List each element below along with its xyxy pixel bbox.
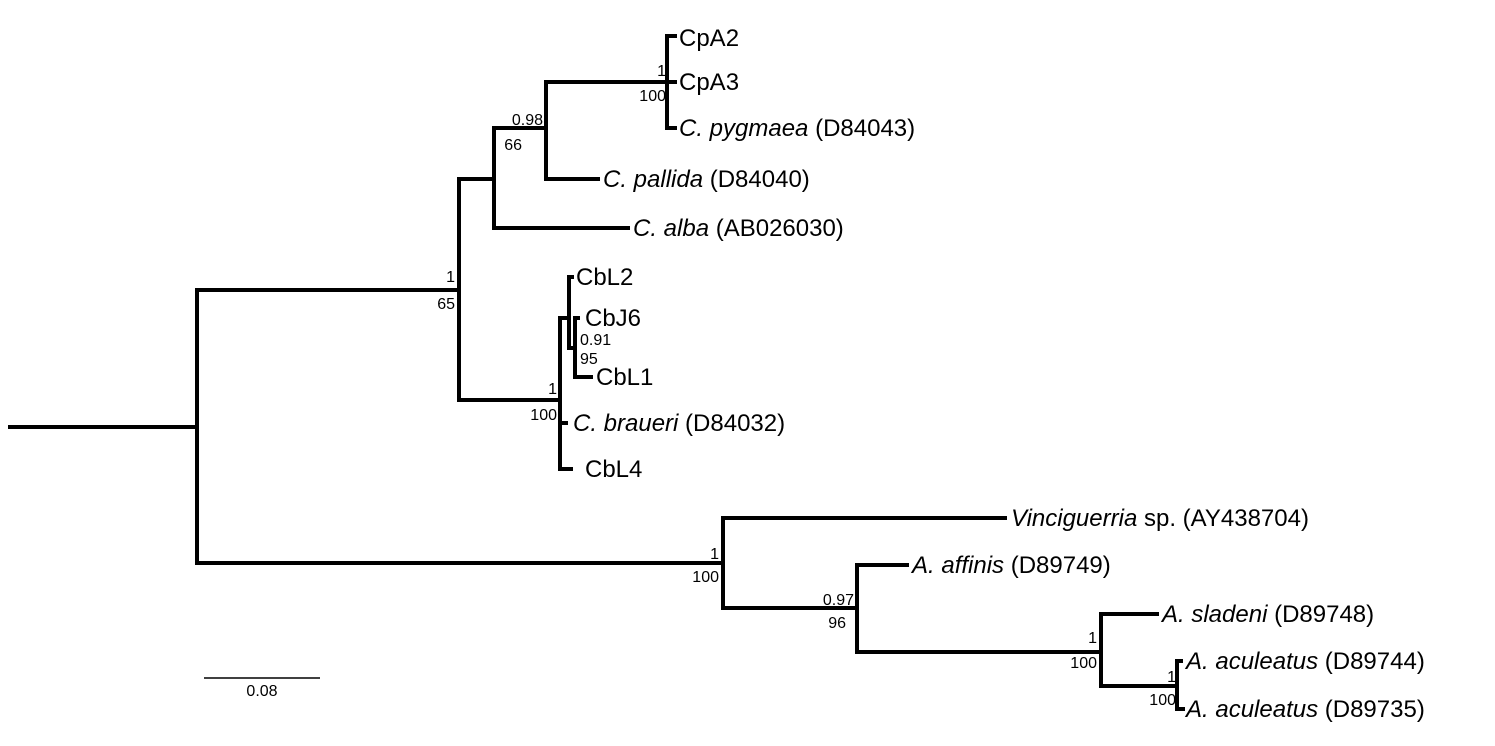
leaf-label-part: C. pygmaea <box>679 115 808 142</box>
leaf-label-part: A. aculeatus <box>1184 648 1318 675</box>
bootstrap-value-braueri: 100 <box>530 407 557 424</box>
leaf-label-cbl1: CbL1 <box>596 364 653 391</box>
posterior-probability-cbj6-cbl1: 0.91 <box>580 332 611 349</box>
leaf-label-part: CpA2 <box>679 25 739 52</box>
leaf-label-part: (AB026030) <box>709 215 844 242</box>
scale-bar-label: 0.08 <box>246 683 277 700</box>
bootstrap-value-aculeatus: 100 <box>1149 692 1176 709</box>
posterior-probability-pygmaea-pallida: 0.98 <box>512 112 543 129</box>
leaf-label-part: (D89744) <box>1318 648 1425 675</box>
leaf-label-a-aculeatus-1: A. aculeatus (D89744) <box>1184 648 1425 675</box>
posterior-probability-braueri: 1 <box>548 381 557 398</box>
leaf-label-part: (D84043) <box>808 115 915 142</box>
leaf-label-part: (D89748) <box>1267 601 1374 628</box>
bootstrap-value-cbj6-cbl1: 95 <box>580 351 598 368</box>
leaf-label-part: A. aculeatus <box>1184 696 1318 723</box>
bootstrap-value-pygmaea-pallida: 66 <box>504 137 522 154</box>
leaf-label-part: CpA3 <box>679 69 739 96</box>
leaf-label-part: CbL4 <box>585 456 642 483</box>
leaf-label-cpa3: CpA3 <box>679 69 739 96</box>
leaf-label-c-alba: C. alba (AB026030) <box>633 215 844 242</box>
tree-branches <box>8 34 1185 711</box>
leaf-label-part: (D89749) <box>1004 552 1111 579</box>
posterior-probability-cyclothone: 1 <box>446 269 455 286</box>
posterior-probability-argyropelecus: 0.97 <box>823 592 854 609</box>
leaf-label-part: (D84040) <box>703 166 810 193</box>
support-values: 1 100 0.98 66 1 65 0.91 95 1 100 1 100 0.97 96 1 100 1 10… <box>437 63 1176 709</box>
leaf-label-a-sladeni: A. sladeni (D89748) <box>1160 601 1374 628</box>
leaf-label-c-braueri: C. braueri (D84032) <box>573 410 785 437</box>
leaf-label-part: C. alba <box>633 215 709 242</box>
bootstrap-value-cpa: 100 <box>639 88 666 105</box>
leaf-label-c-pygmaea: C. pygmaea (D84043) <box>679 115 915 142</box>
leaf-label-part: A. affinis <box>910 552 1004 579</box>
bootstrap-value-argyropelecus: 96 <box>828 615 846 632</box>
leaf-label-part: sp. (AY438704) <box>1137 505 1309 532</box>
leaf-label-cbl4: CbL4 <box>585 456 642 483</box>
leaf-label-part: (D84032) <box>678 410 785 437</box>
leaf-label-a-aculeatus-2: A. aculeatus (D89735) <box>1184 696 1425 723</box>
posterior-probability-outgroup: 1 <box>710 546 719 563</box>
scale-bar: 0.08 <box>204 677 320 700</box>
leaf-label-part: A. sladeni <box>1160 601 1268 628</box>
leaf-label-a-affinis: A. affinis (D89749) <box>910 552 1111 579</box>
leaf-label-part: CbJ6 <box>585 305 641 332</box>
leaf-label-part: C. pallida <box>603 166 703 193</box>
leaf-label-vinciguerria: Vinciguerria sp. (AY438704) <box>1011 505 1309 532</box>
posterior-probability-cpa: 1 <box>657 63 666 80</box>
leaf-label-c-pallida: C. pallida (D84040) <box>603 166 810 193</box>
leaf-label-part: (D89735) <box>1318 696 1425 723</box>
leaf-label-part: CbL1 <box>596 364 653 391</box>
bootstrap-value-cyclothone: 65 <box>437 296 455 313</box>
bootstrap-value-outgroup: 100 <box>692 569 719 586</box>
leaf-label-part: CbL2 <box>576 264 633 291</box>
leaf-label-cbj6: CbJ6 <box>585 305 641 332</box>
leaf-label-cpa2: CpA2 <box>679 25 739 52</box>
posterior-probability-sladeni-aculeatus: 1 <box>1088 630 1097 647</box>
bootstrap-value-sladeni-aculeatus: 100 <box>1070 655 1097 672</box>
leaf-label-cbl2: CbL2 <box>576 264 633 291</box>
leaf-label-part: Vinciguerria <box>1011 505 1137 532</box>
leaf-label-part: C. braueri <box>573 410 679 437</box>
posterior-probability-aculeatus: 1 <box>1167 669 1176 686</box>
